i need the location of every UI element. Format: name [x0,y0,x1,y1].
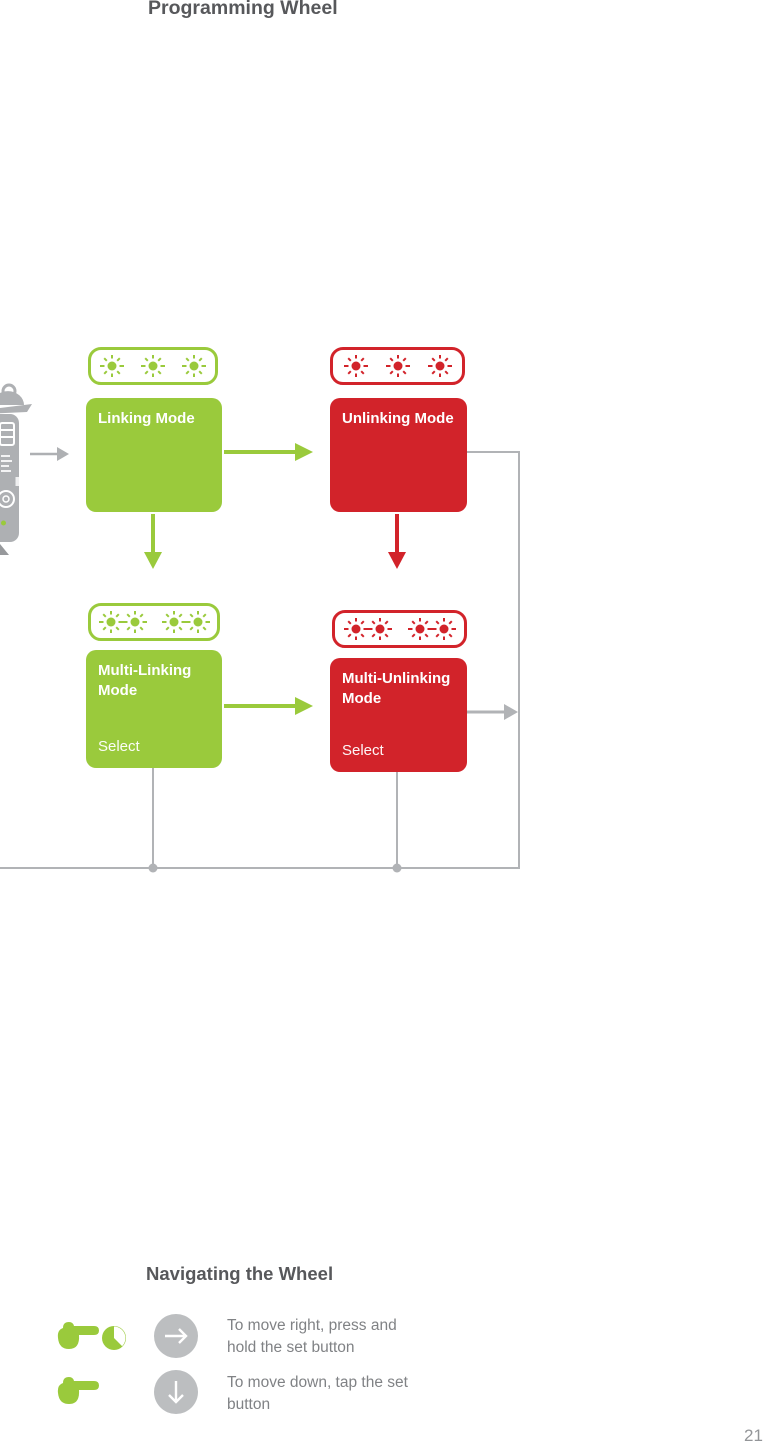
blinking-led-icons [343,354,453,378]
linking-down-arrow [144,514,162,569]
node-select-label: Select [98,738,140,755]
device-led-dot [1,520,6,526]
linking-to-unlinking-arrow [224,443,313,461]
led-indicator-linking [88,347,218,385]
instruction-text: To move down, tap the set button [227,1374,408,1413]
page-title: Programming Wheel [148,0,338,19]
device-body-shapes [0,383,32,542]
connector-dot [148,863,158,873]
instruction-text: To move right, press and hold the set bu… [227,1317,397,1356]
arrow-down-icon [154,1370,198,1414]
device-illustration [0,383,32,542]
node-label: Linking Mode [98,410,195,427]
led-indicator-multi-linking [88,603,220,641]
multi-linking-to-multi-unlinking-arrow [224,697,313,715]
node-multi-unlinking-mode: Multi-Unlinking Mode Select [330,658,467,772]
navigating-heading: Navigating the Wheel [146,1263,334,1284]
node-linking-mode: Linking Mode [86,398,222,512]
blinking-led-icons [343,617,457,641]
pointing-hand-icon [57,1322,99,1349]
blinking-led-icons [98,610,211,634]
arrow-right-icon [154,1314,198,1358]
node-select-label: Select [342,742,384,759]
unlinking-down-arrow [388,514,406,569]
page-number: 21 [744,1426,763,1445]
node-label: Multi-Unlinking Mode [342,670,451,707]
node-multi-linking-mode: Multi-Linking Mode Select [86,650,222,768]
connector-dot [392,863,402,873]
multi-unlinking-right-arrow [467,704,518,720]
clock-icon [102,1326,126,1350]
device-to-linking-arrow [30,447,69,461]
led-indicator-multi-unlinking [332,610,467,648]
led-indicator-unlinking [330,347,465,385]
node-label: Unlinking Mode [342,410,454,427]
blinking-led-icons [99,354,207,378]
node-unlinking-mode: Unlinking Mode [330,398,467,512]
pointing-hand-icon [57,1377,99,1404]
node-label: Multi-Linking Mode [98,662,192,699]
